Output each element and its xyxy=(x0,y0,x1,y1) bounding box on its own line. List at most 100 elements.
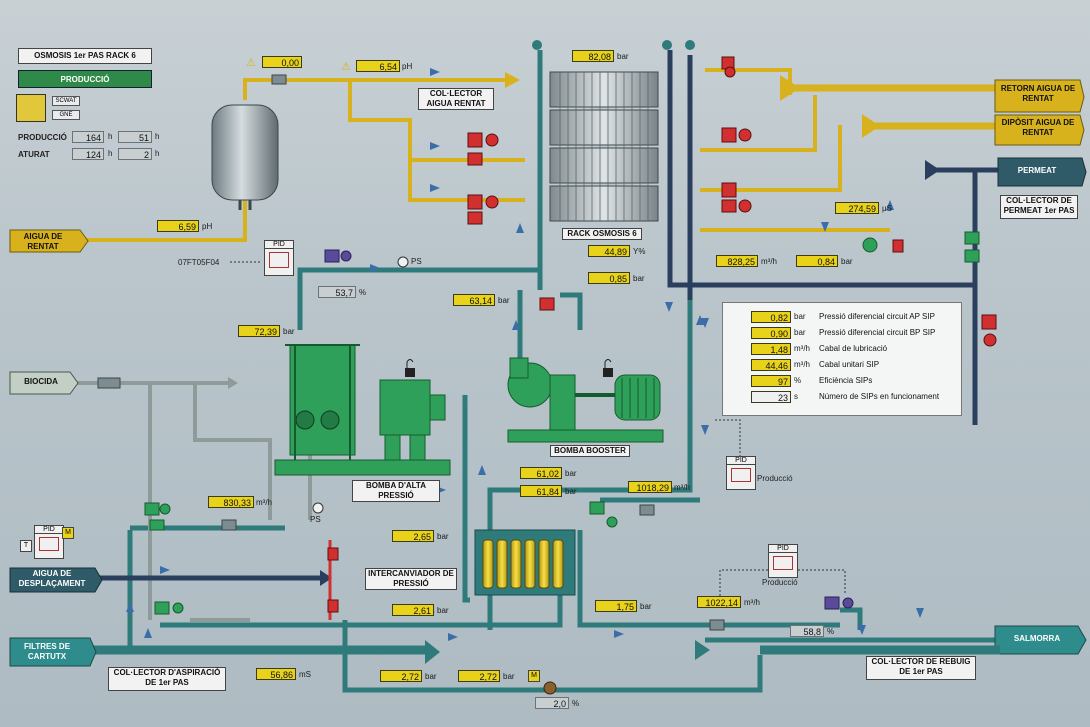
brine-pressure-value: 1,75 xyxy=(595,600,637,612)
pid-label: PID xyxy=(35,526,63,534)
bell-icon: ⚠ xyxy=(246,57,256,69)
sip-legend-unit: m³/h xyxy=(794,344,810,353)
px-lp-feed-unit: bar xyxy=(437,606,449,615)
rack-pressure-value: 82,08 xyxy=(572,50,614,62)
pid-label: PID xyxy=(265,241,293,249)
pid-label: PID xyxy=(769,545,797,553)
mode-badge[interactable]: PRODUCCIÓ xyxy=(18,70,152,88)
feed-pressure-unit: bar xyxy=(633,274,645,283)
rack-pressure-unit: bar xyxy=(617,52,629,61)
sip-legend-value: 1,48 xyxy=(751,343,791,355)
produccio-label: PRODUCCIÓ xyxy=(18,133,67,142)
ph-unit: pH xyxy=(402,62,413,71)
pid-label: PID xyxy=(727,457,755,465)
px-hp-out-value: 61,02 xyxy=(520,467,562,479)
sip-legend-unit: bar xyxy=(794,312,806,321)
pressure-switch-label-2: PS xyxy=(310,515,321,524)
drain-valve-opening-value: 2,0 xyxy=(535,697,569,709)
suction-conductivity-unit: mS xyxy=(299,670,311,679)
bell-icon: ⚠ xyxy=(341,61,351,73)
collector-rentat-label: COL·LECTOR AIGUA RENTAT xyxy=(418,88,494,110)
produccio-hours: 164 xyxy=(72,131,104,143)
permeat-pressure-unit: bar xyxy=(841,257,853,266)
m-mode-box-2[interactable]: M xyxy=(528,670,540,682)
mode-button-top[interactable]: SCWAT xyxy=(52,96,80,106)
px-flow-unit: m³/h xyxy=(674,483,690,492)
pid-controller-3[interactable]: PID xyxy=(726,456,756,490)
docs-icon[interactable] xyxy=(16,94,46,122)
brine-flow-unit: m³/h xyxy=(744,598,760,607)
brine-flow-value: 1022,14 xyxy=(697,596,741,608)
hp-pump-pressure-value: 72,39 xyxy=(238,325,280,337)
pid-trend-icon xyxy=(39,537,59,551)
aturat-hours-unit: h xyxy=(108,149,113,158)
brine-valve-opening-value: 58,8 xyxy=(790,625,824,637)
sip-legend-value: 0,82 xyxy=(751,311,791,323)
permeat-flow-value: 828,25 xyxy=(716,255,758,267)
px-hp-out-unit: bar xyxy=(565,469,577,478)
pressure-switch-label: PS xyxy=(411,257,422,266)
produccio-minutes-unit: h xyxy=(155,132,160,141)
retorn-label: RETORN AIGUA DE RENTAT xyxy=(1000,84,1076,103)
brine-pressure-unit: bar xyxy=(640,602,652,611)
sip-legend-value: 23 xyxy=(751,391,791,403)
sip-legend-value: 44,46 xyxy=(751,359,791,371)
hp-feed-flow-unit: m³/h xyxy=(256,498,272,507)
px-lp-in-value: 2,65 xyxy=(392,530,434,542)
pid-trend-icon xyxy=(269,252,289,268)
produccio-minutes: 51 xyxy=(118,131,152,143)
aturat-hours: 124 xyxy=(72,148,104,160)
drain-valve-opening-unit: % xyxy=(572,699,580,708)
drain-pressure-value-1: 2,72 xyxy=(380,670,422,682)
filtres-label: FILTRES DE CARTUTX xyxy=(23,642,71,661)
pid-controller-2[interactable]: PID xyxy=(34,525,64,559)
aigua-desplacament-label: AIGUA DE DESPLAÇAMENT xyxy=(18,569,86,588)
sip-legend-value: 97 xyxy=(751,375,791,387)
hp-pump-pressure-unit: bar xyxy=(283,327,295,336)
sip-legend-row: 97%Eficiència SIPs xyxy=(723,375,959,389)
hp-feed-flow-value: 830,33 xyxy=(208,496,254,508)
sip-legend-text: Pressió diferencial circuit AP SIP xyxy=(819,312,935,321)
pid-controller-1[interactable]: PID xyxy=(264,240,294,276)
recovery-unit: Y% xyxy=(633,247,646,256)
brine-valve-opening-unit: % xyxy=(827,627,835,636)
t-mode-box[interactable]: T xyxy=(20,540,32,552)
screen-title: OSMOSIS 1er PAS RACK 6 xyxy=(18,48,152,64)
conductivity-unit: µS xyxy=(882,204,892,213)
collector-permeat-label: COL·LECTOR DE PERMEAT 1er PAS xyxy=(1000,195,1078,219)
pid-controller-4[interactable]: PID xyxy=(768,544,798,578)
aturat-minutes-unit: h xyxy=(155,149,160,158)
px-lp-in-unit: bar xyxy=(437,532,449,541)
ph-rentat-value: 6,59 xyxy=(157,220,199,232)
booster-pump-graphic xyxy=(507,357,664,443)
suction-conductivity-value: 56,86 xyxy=(256,668,296,680)
produccio-hours-unit: h xyxy=(108,132,113,141)
valve-opening-value: 53,7 xyxy=(318,286,356,298)
pid-trend-icon xyxy=(773,556,793,570)
bomba-ap-label: BOMBA D'ALTA PRESSIÓ xyxy=(352,480,440,502)
mode-button-bottom[interactable]: GNE xyxy=(52,110,80,120)
diposit-label: DIPÒSIT AIGUA DE RENTAT xyxy=(1001,118,1075,137)
ph-dosing-value: 0,00 xyxy=(262,56,302,68)
feed-pressure-value: 0,85 xyxy=(588,272,630,284)
flow-transmitter-tag: 07FT05F04 xyxy=(178,258,220,267)
permeat-flow-unit: m³/h xyxy=(761,257,777,266)
recovery-value: 44,89 xyxy=(588,245,630,257)
biocida-label: BIOCIDA xyxy=(24,377,58,386)
ph-collector-value: 6,54 xyxy=(356,60,400,72)
salmorra-label: SALMORRA xyxy=(1013,634,1061,643)
sip-legend-unit: bar xyxy=(794,328,806,337)
sip-legend-unit: s xyxy=(794,392,798,401)
sip-legend-text: Cabal de lubricació xyxy=(819,344,888,353)
sip-legend-text: Número de SIPs en funcionament xyxy=(819,392,940,401)
pid-produccio-label-2: Producció xyxy=(762,578,798,587)
collector-aspiracio-label: COL·LECTOR D'ASPIRACIÓ DE 1er PAS xyxy=(108,667,226,691)
m-mode-box[interactable]: M xyxy=(62,527,74,539)
intercanviador-label: INTERCANVIADOR DE PRESSIÓ xyxy=(365,568,457,590)
permeat-label: PERMEAT xyxy=(1017,166,1057,175)
